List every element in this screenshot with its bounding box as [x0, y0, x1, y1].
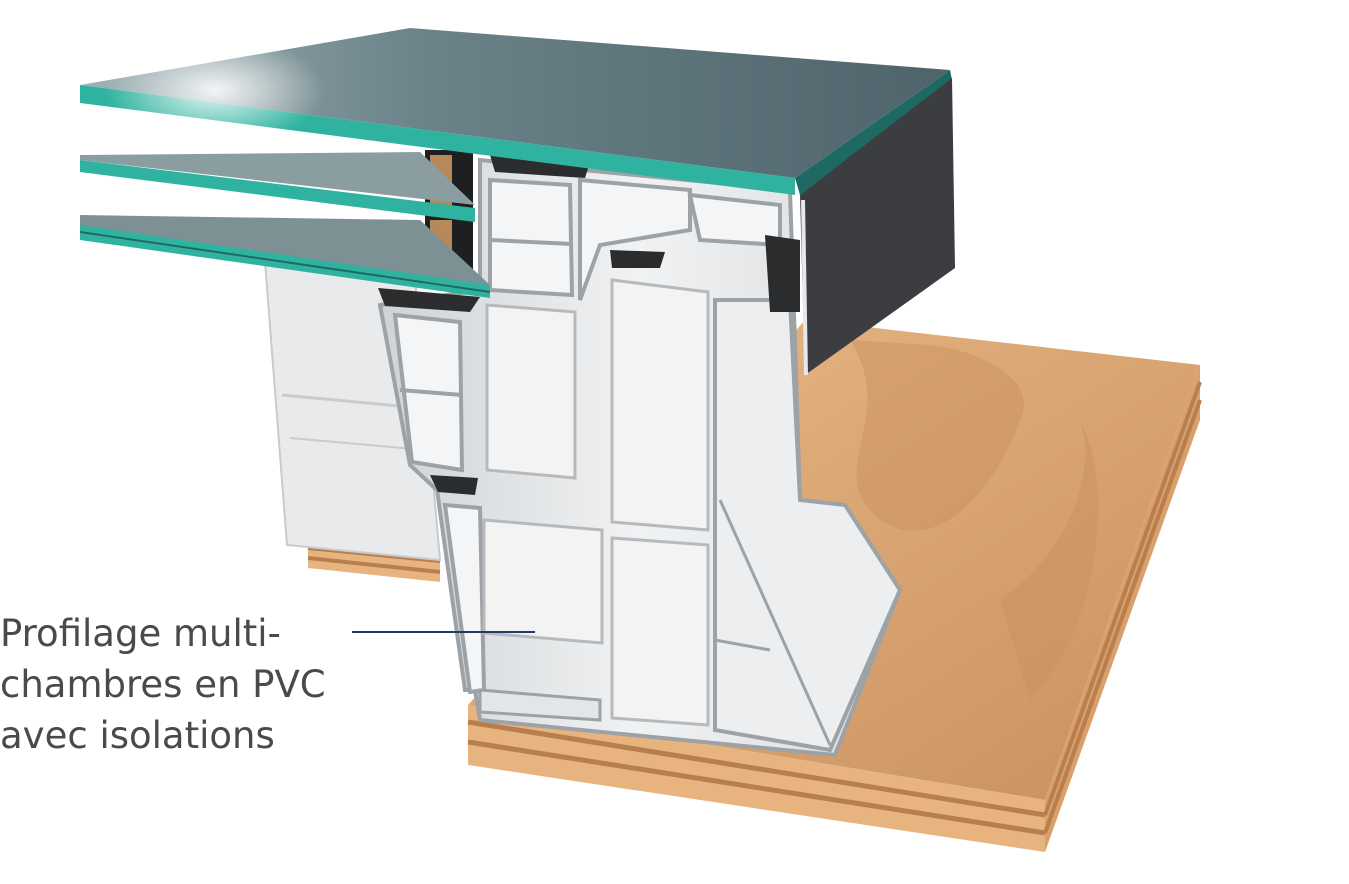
- exterior-cover-cap: [800, 78, 955, 375]
- callout-line-1: Profilage multi-: [0, 612, 281, 655]
- triple-glazing: [79, 28, 952, 298]
- callout-label: Profilage multi- chambres en PVC avec is…: [0, 608, 326, 761]
- insulation-foam-blocks: [482, 278, 710, 727]
- callout-line-2: chambres en PVC: [0, 663, 326, 706]
- callout-line-3: avec isolations: [0, 714, 275, 757]
